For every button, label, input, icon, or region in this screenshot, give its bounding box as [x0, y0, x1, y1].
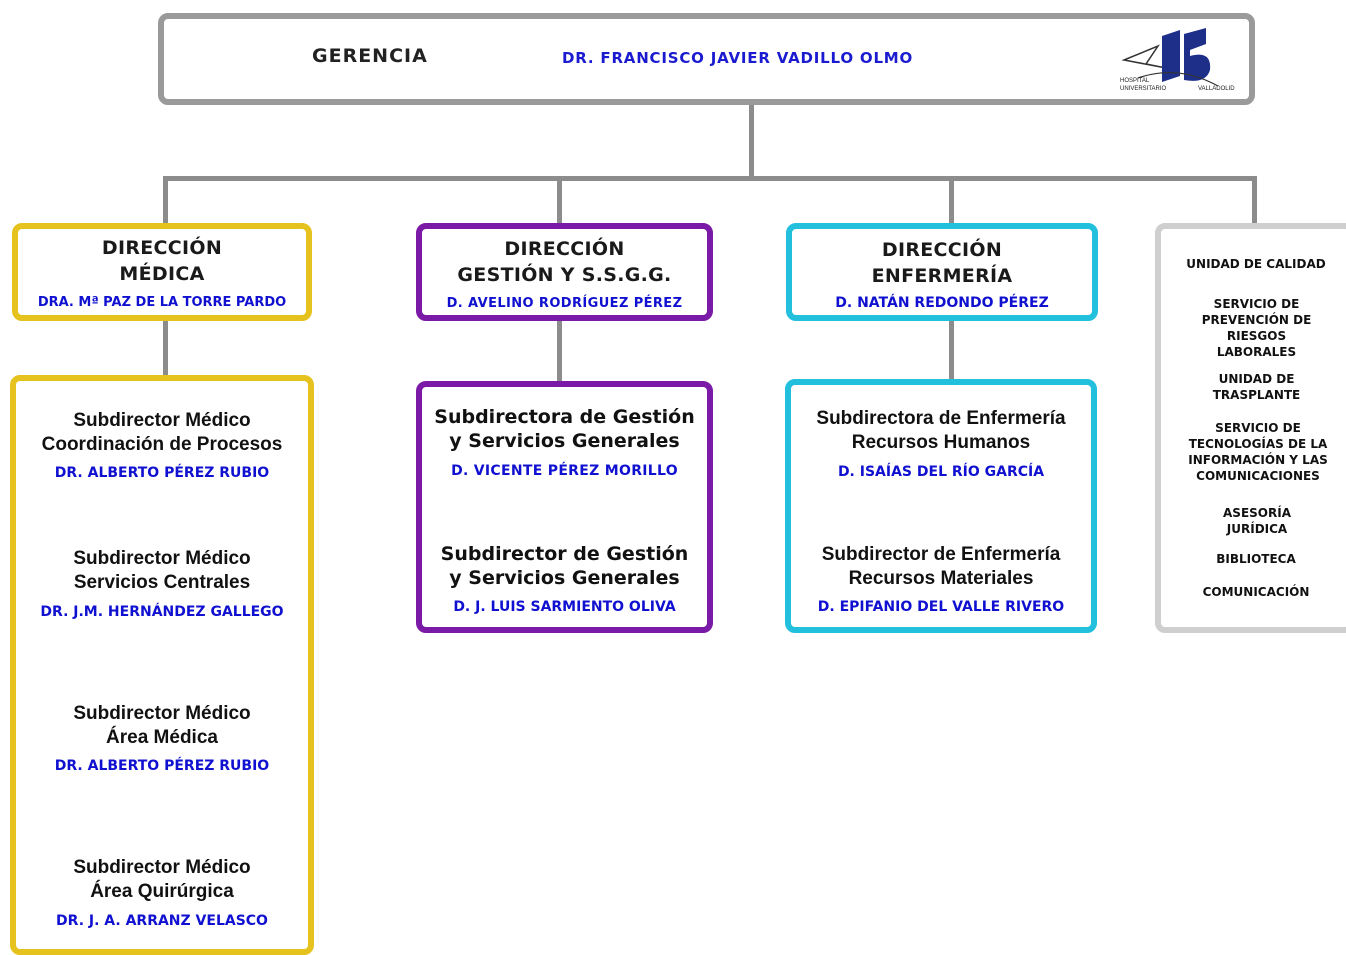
direccion-medica-box: DIRECCIÓN MÉDICA DRA. Mª PAZ DE LA TORRE…	[12, 223, 312, 321]
gerencia-box	[158, 13, 1255, 105]
subdireccion-medica-2-name: DR. J.M. HERNÁNDEZ GALLEGO	[40, 604, 284, 620]
subdireccion-gestion-2-line2: y Servicios Generales	[449, 567, 680, 589]
connector-gestion-sub	[557, 320, 562, 384]
subdireccion-enfermeria-1-name: D. ISAÍAS DEL RÍO GARCÍA	[837, 464, 1045, 480]
biblioteca: BIBLIOTECA	[1216, 552, 1296, 566]
servicio-tecnologias-informacion: SERVICIO DE TECNOLOGÍAS DE LA INFORMACIÓ…	[1188, 421, 1328, 483]
connector-medica-sub	[163, 320, 168, 378]
subdireccion-medica-1-name: DR. ALBERTO PÉREZ RUBIO	[54, 465, 270, 481]
connector-drop-unidades	[1252, 176, 1257, 224]
subdireccion-gestion-1-line1: Subdirectora de Gestión	[434, 406, 695, 428]
subdireccion-enfermeria-1-line2: Recursos Humanos	[851, 432, 1031, 453]
subdireccion-medica-3-name: DR. ALBERTO PÉREZ RUBIO	[54, 758, 270, 774]
subdireccion-medica-4-name: DR. J. A. ARRANZ VELASCO	[56, 913, 268, 929]
direccion-enfermeria-title-line2: ENFERMERÍA	[871, 265, 1013, 287]
logo-text-hospital: HOSPITAL	[1120, 78, 1150, 84]
direccion-enfermeria-director: D. NATÁN REDONDO PÉREZ	[835, 295, 1049, 311]
comunicacion: COMUNICACIÓN	[1202, 585, 1310, 599]
direccion-gestion-box: DIRECCIÓN GESTIÓN Y S.S.G.G. D. AVELINO …	[416, 223, 713, 321]
subdirecciones-medica-box: Subdirector Médico Coordinación de Proce…	[10, 375, 314, 955]
asesoria-juridica: ASESORÍA JURÍDICA	[1223, 506, 1291, 536]
subdireccion-gestion-1: Subdirectora de Gestión y Servicios Gene…	[422, 405, 707, 479]
connector-vertical-top	[749, 105, 754, 177]
direccion-gestion-title-line2: GESTIÓN Y S.S.G.G.	[457, 264, 672, 286]
direccion-enfermeria-title-line1: DIRECCIÓN	[881, 239, 1003, 261]
subdireccion-medica-4-line1: Subdirector Médico	[73, 857, 251, 878]
subdireccion-medica-2-line2: Servicios Centrales	[73, 572, 251, 593]
subdireccion-enfermeria-2-line2: Recursos Materiales	[848, 568, 1034, 589]
subdireccion-enfermeria-1-line1: Subdirectora de Enfermería	[816, 408, 1066, 429]
connector-drop-gestion	[557, 176, 562, 224]
subdireccion-medica-1: Subdirector Médico Coordinación de Proce…	[16, 409, 308, 481]
direccion-enfermeria-box: DIRECCIÓN ENFERMERÍA D. NATÁN REDONDO PÉ…	[786, 223, 1098, 321]
direccion-gestion-title-line1: DIRECCIÓN	[504, 238, 625, 260]
subdirecciones-gestion-box: Subdirectora de Gestión y Servicios Gene…	[416, 381, 713, 633]
subdireccion-medica-3-line1: Subdirector Médico	[73, 703, 251, 724]
subdireccion-gestion-1-line2: y Servicios Generales	[449, 430, 680, 452]
subdireccion-gestion-2-line1: Subdirector de Gestión	[440, 543, 689, 565]
connector-drop-enfermeria	[949, 176, 954, 224]
logo-text-valladolid: VALLADOLID	[1198, 86, 1235, 92]
subdireccion-medica-4: Subdirector Médico Área Quirúrgica DR. J…	[16, 856, 308, 929]
subdireccion-gestion-2-name: D. J. LUIS SARMIENTO OLIVA	[453, 599, 676, 615]
unidad-trasplante: UNIDAD DE TRASPLANTE	[1212, 372, 1301, 402]
connector-horizontal	[163, 176, 1257, 181]
connector-drop-medica	[163, 176, 168, 224]
logo-text-universitario: UNIVERSITARIO	[1120, 86, 1167, 92]
direccion-medica-title-line2: MÉDICA	[119, 263, 205, 285]
subdireccion-gestion-1-name: D. VICENTE PÉREZ MORILLO	[451, 463, 678, 479]
subdireccion-medica-3: Subdirector Médico Área Médica DR. ALBER…	[16, 702, 308, 774]
subdireccion-medica-2-line1: Subdirector Médico	[73, 548, 251, 569]
subdireccion-enfermeria-2-name: D. EPIFANIO DEL VALLE RIVERO	[817, 599, 1065, 615]
subdireccion-medica-1-line1: Subdirector Médico	[73, 410, 251, 431]
subdireccion-enfermeria-2: Subdirector de Enfermería Recursos Mater…	[791, 543, 1091, 615]
subdireccion-medica-3-line2: Área Médica	[106, 727, 218, 748]
servicio-prevencion-riesgos: SERVICIO DE PREVENCIÓN DE RIESGOS LABORA…	[1201, 297, 1312, 359]
connector-enfermeria-sub	[949, 320, 954, 382]
subdireccion-medica-4-line2: Área Quirúrgica	[90, 881, 234, 902]
unidad-calidad: UNIDAD DE CALIDAD	[1186, 257, 1326, 271]
gerencia-label: GERENCIA	[312, 45, 428, 67]
unidades-box: UNIDAD DE CALIDAD SERVICIO DE PREVENCIÓN…	[1155, 223, 1346, 633]
gerente-name: DR. FRANCISCO JAVIER VADILLO OLMO	[562, 49, 914, 67]
direccion-gestion-director: D. AVELINO RODRÍGUEZ PÉREZ	[446, 296, 683, 311]
subdireccion-medica-2: Subdirector Médico Servicios Centrales D…	[16, 547, 308, 620]
subdireccion-medica-1-line2: Coordinación de Procesos	[41, 434, 283, 455]
subdireccion-gestion-2: Subdirector de Gestión y Servicios Gener…	[422, 542, 707, 615]
direccion-medica-title-line1: DIRECCIÓN	[101, 237, 223, 259]
subdireccion-enfermeria-2-line1: Subdirector de Enfermería	[821, 544, 1061, 565]
hospital-logo: HOSPITAL UNIVERSITARIO VALLADOLID	[1120, 28, 1235, 92]
subdireccion-enfermeria-1: Subdirectora de Enfermería Recursos Huma…	[791, 407, 1091, 480]
direccion-medica-director: DRA. Mª PAZ DE LA TORRE PARDO	[37, 295, 287, 310]
subdirecciones-enfermeria-box: Subdirectora de Enfermería Recursos Huma…	[785, 379, 1097, 633]
